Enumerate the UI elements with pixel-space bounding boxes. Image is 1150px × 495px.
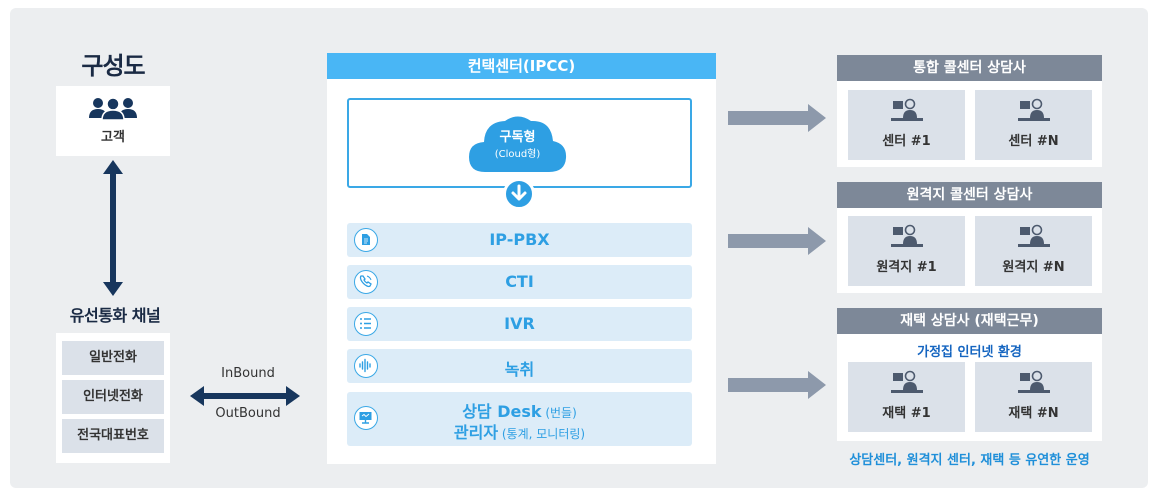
arrow-shaft xyxy=(728,378,810,392)
wired-channel-item: 일반전화 xyxy=(62,341,164,375)
waveform-icon xyxy=(354,354,378,378)
group-home-subtitle: 가정집 인터넷 환경 xyxy=(917,345,1022,360)
service-recording: 녹취 xyxy=(347,349,692,383)
group-integrated-header: 통합 콜센터 상담사 xyxy=(837,55,1102,81)
service-label: CTI xyxy=(505,272,534,291)
service-desk-admin: 상담 Desk (번들) 관리자 (통계, 모니터링) xyxy=(347,392,692,446)
agent-label: 원격지 #N xyxy=(1002,260,1065,275)
arrow-right-icon xyxy=(286,386,300,406)
arrow-shaft xyxy=(728,111,810,125)
service-cti: CTI xyxy=(347,265,692,299)
inbound-label: InBound xyxy=(221,366,275,381)
agent-icon xyxy=(1017,224,1050,247)
phone-icon xyxy=(354,270,378,294)
agent-icon xyxy=(890,370,923,393)
monitor-icon xyxy=(354,406,378,430)
horizontal-connector xyxy=(200,393,290,399)
service-ip-pbx: IP-PBX xyxy=(347,223,692,257)
agent-icon xyxy=(1017,370,1050,393)
admin-label: 관리자 xyxy=(453,423,499,442)
document-icon xyxy=(354,228,378,252)
admin-line: 관리자 (통계, 모니터링) xyxy=(347,419,692,443)
agent-card: 원격지 #N xyxy=(975,216,1092,286)
desk-label: 상담 Desk xyxy=(462,402,542,421)
customers-icon xyxy=(89,97,137,121)
group-home-header: 재택 상담사 (재택근무) xyxy=(837,308,1102,334)
arrow-right-icon xyxy=(808,104,826,132)
ipcc-header: 컨택센터(IPCC) xyxy=(327,53,716,79)
arrow-right-icon xyxy=(808,227,826,255)
service-label: 녹취 xyxy=(504,360,535,379)
customer-label: 고객 xyxy=(101,130,125,145)
diagram-title: 구성도 xyxy=(81,52,145,80)
agent-card: 센터 #1 xyxy=(848,90,965,160)
admin-note: (통계, 모니터링) xyxy=(498,427,586,441)
footer-note: 상담센터, 원격지 센터, 재택 등 유연한 운영 xyxy=(849,453,1090,468)
agent-card: 원격지 #1 xyxy=(848,216,965,286)
wired-channel-item: 전국대표번호 xyxy=(62,419,164,453)
cloud-icon xyxy=(469,116,567,172)
agent-card: 재택 #1 xyxy=(848,362,965,432)
arrow-up-icon xyxy=(103,160,123,174)
desk-line: 상담 Desk (번들) xyxy=(347,398,692,422)
cloud-subtitle: (Cloud형) xyxy=(494,149,541,160)
agent-icon xyxy=(890,98,923,121)
customer-box: 고객 xyxy=(56,86,170,156)
agent-label: 원격지 #1 xyxy=(876,260,937,275)
down-arrow-icon xyxy=(503,178,535,210)
service-label: IVR xyxy=(504,314,535,333)
arrow-down-icon xyxy=(103,282,123,296)
outbound-label: OutBound xyxy=(215,406,281,421)
vertical-connector xyxy=(110,168,116,288)
service-ivr: IVR xyxy=(347,307,692,341)
service-label: IP-PBX xyxy=(489,230,550,249)
arrow-shaft xyxy=(728,234,810,248)
arrow-left-icon xyxy=(190,386,204,406)
list-icon xyxy=(354,312,378,336)
wired-channel-box: 일반전화 인터넷전화 전국대표번호 xyxy=(56,333,170,463)
arrow-right-icon xyxy=(808,371,826,399)
agent-label: 재택 #N xyxy=(1008,406,1059,421)
agent-icon xyxy=(890,224,923,247)
desk-note: (번들) xyxy=(541,406,577,420)
group-remote-header: 원격지 콜센터 상담사 xyxy=(837,182,1102,208)
agent-card: 재택 #N xyxy=(975,362,1092,432)
wired-channel-item: 인터넷전화 xyxy=(62,380,164,414)
agent-icon xyxy=(1017,98,1050,121)
agent-label: 재택 #1 xyxy=(882,406,931,421)
cloud-title: 구독형 xyxy=(499,130,536,145)
agent-label: 센터 #N xyxy=(1008,134,1059,149)
wired-channel-title: 유선통화 채널 xyxy=(69,306,161,325)
agent-card: 센터 #N xyxy=(975,90,1092,160)
agent-label: 센터 #1 xyxy=(882,134,931,149)
